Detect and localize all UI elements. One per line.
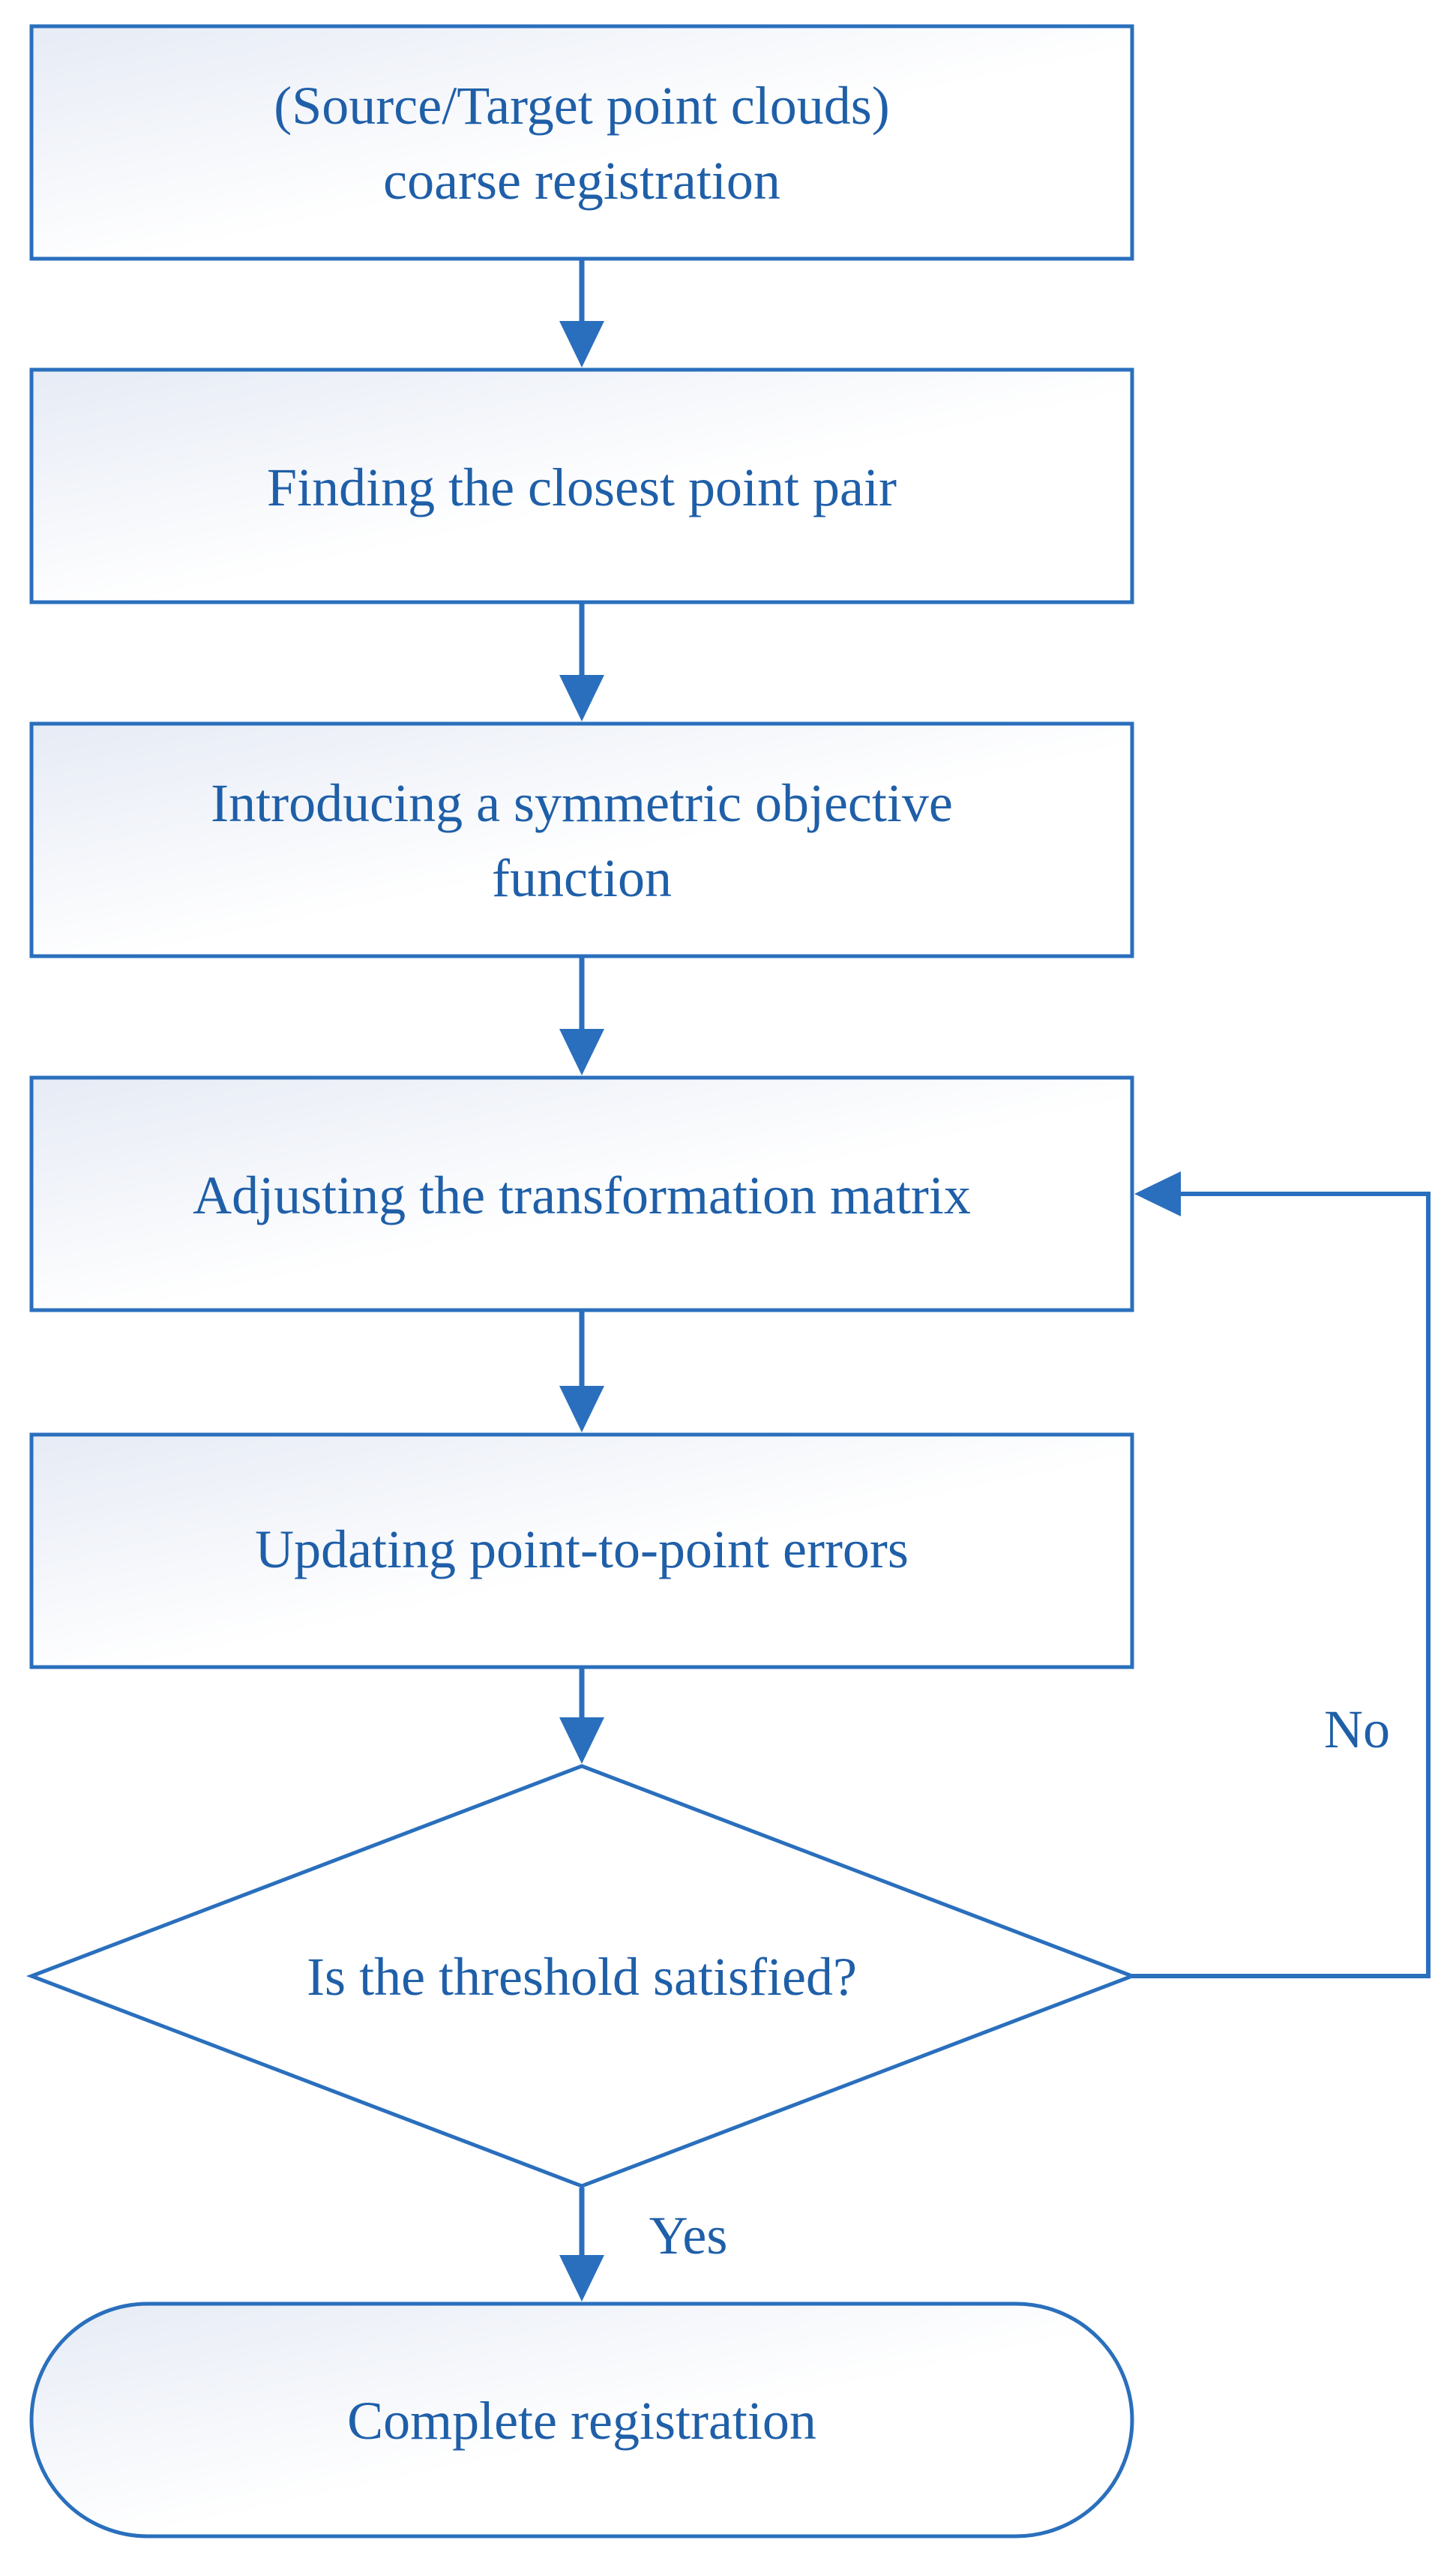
node-update-errors-box — [29, 1432, 1134, 1669]
node-objective-function-box — [29, 721, 1134, 958]
node-adjust-transformation-matrix-box — [29, 1075, 1134, 1312]
arrowhead-no — [1134, 1171, 1181, 1216]
edge-no-loop: No — [1132, 1171, 1431, 1978]
node-coarse-registration-box — [29, 24, 1134, 261]
node-complete-registration-label: Complete registration — [347, 2391, 816, 2451]
arrowhead-2 — [559, 675, 604, 721]
node-coarse-registration-line1: (Source/Target point clouds) — [274, 76, 889, 136]
edge-adjust-to-update — [559, 1312, 604, 1432]
arrowhead-5 — [559, 1717, 604, 1764]
node-closest-point-pair: Finding the closest point pair — [29, 367, 1134, 604]
arrowhead-3 — [559, 1029, 604, 1075]
edge-closest-to-objective — [559, 604, 604, 721]
node-adjust-transformation-matrix: Adjusting the transformation matrix — [29, 1075, 1134, 1312]
node-threshold-decision: Is the threshold satisfied? — [25, 1764, 1138, 2188]
arrowhead-yes — [559, 2255, 604, 2302]
node-closest-point-pair-label: Finding the closest point pair — [267, 457, 897, 517]
edge-yes: Yes — [559, 2188, 727, 2302]
node-threshold-decision-label: Is the threshold satisfied? — [307, 1947, 857, 2007]
node-objective-function-line2: function — [492, 848, 672, 908]
node-adjust-transformation-matrix-label: Adjusting the transformation matrix — [193, 1165, 971, 1225]
node-complete-registration: Complete registration — [29, 2302, 1134, 2539]
edge-yes-label: Yes — [649, 2206, 728, 2266]
node-coarse-registration: (Source/Target point clouds) coarse regi… — [29, 24, 1134, 261]
node-update-errors: Updating point-to-point errors — [29, 1432, 1134, 1669]
node-coarse-registration-line2: coarse registration — [383, 151, 780, 211]
edge-coarse-to-closest — [559, 260, 604, 367]
node-complete-registration-terminal — [29, 2302, 1134, 2539]
node-threshold-decision-diamond — [25, 1764, 1138, 2188]
arrowhead-4 — [559, 1386, 604, 1432]
edge-objective-to-adjust — [559, 958, 604, 1075]
arrowhead-1 — [559, 321, 604, 367]
edge-no-label: No — [1324, 1699, 1390, 1759]
node-objective-function: Introducing a symmetric objective functi… — [29, 721, 1134, 958]
node-objective-function-line1: Introducing a symmetric objective — [211, 773, 953, 833]
edge-update-to-threshold — [559, 1669, 604, 1764]
node-closest-point-pair-box — [29, 367, 1134, 604]
node-update-errors-label: Updating point-to-point errors — [255, 1519, 909, 1579]
